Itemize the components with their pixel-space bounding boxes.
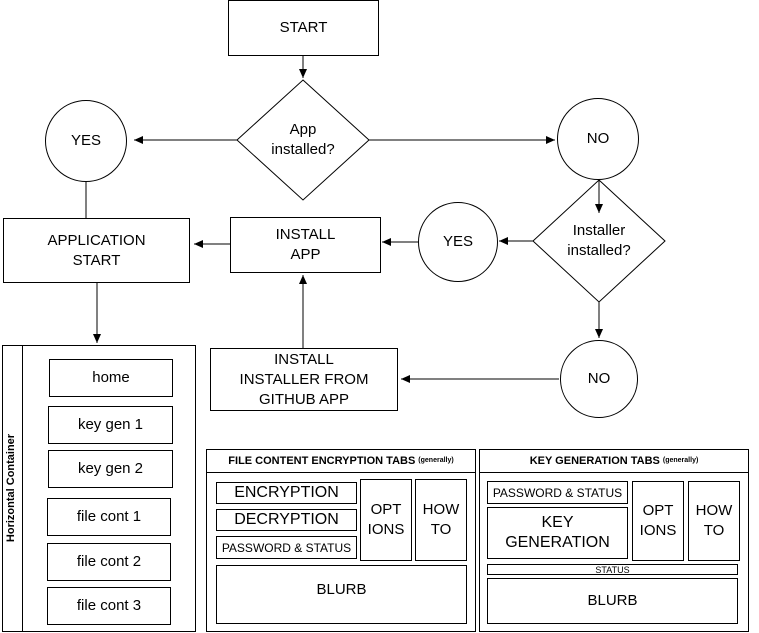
key-howto-tab[interactable]: HOW TO xyxy=(688,481,740,561)
file-blurb: BLURB xyxy=(216,565,467,624)
key-tabs-title: KEY GENERATION TABS(generally) xyxy=(480,450,748,473)
nav-item-file-cont-2[interactable]: file cont 2 xyxy=(47,543,171,581)
no-bottom-node: NO xyxy=(560,340,638,418)
yes-left-label: YES xyxy=(70,132,101,149)
file-howto-tab[interactable]: HOW TO xyxy=(415,479,467,561)
key-blurb: BLURB xyxy=(487,578,738,624)
key-password-status-tab[interactable]: PASSWORD & STATUS xyxy=(487,481,628,504)
yes-left-node: YES xyxy=(45,100,127,182)
nav-item-key-gen-2[interactable]: key gen 2 xyxy=(48,450,173,488)
no-right-node: NO xyxy=(557,98,639,180)
start-node: START xyxy=(228,0,379,56)
app-installed-diamond xyxy=(236,79,370,201)
key-generation-tab[interactable]: KEY GENERATION xyxy=(487,507,628,559)
file-options-tab[interactable]: OPT IONS xyxy=(360,479,412,561)
no-right-label: NO xyxy=(586,130,610,147)
nav-item-key-gen-1[interactable]: key gen 1 xyxy=(48,406,173,444)
container-divider xyxy=(22,345,23,632)
yes-installer-label: YES xyxy=(442,233,473,250)
key-options-tab[interactable]: OPT IONS xyxy=(632,481,684,561)
installer-installed-label: Installer installed? xyxy=(567,222,631,259)
nav-item-file-cont-1[interactable]: file cont 1 xyxy=(47,498,171,536)
file-tabs-title: FILE CONTENT ENCRYPTION TABS(generally) xyxy=(207,450,475,473)
nav-item-file-cont-3[interactable]: file cont 3 xyxy=(47,587,171,625)
nav-item-home[interactable]: home xyxy=(49,359,173,397)
container-label: Horizontal Container xyxy=(5,433,18,542)
yes-installer-node: YES xyxy=(418,202,498,282)
install-installer-label: INSTALL INSTALLER FROM GITHUB APP xyxy=(239,350,369,408)
install-app-label: INSTALL APP xyxy=(275,226,336,263)
key-status-bar: STATUS xyxy=(487,564,738,575)
decryption-tab[interactable]: DECRYPTION xyxy=(216,509,357,531)
no-bottom-label: NO xyxy=(587,370,611,387)
application-start-node: APPLICATION START xyxy=(3,218,190,283)
file-password-status-tab[interactable]: PASSWORD & STATUS xyxy=(216,536,357,559)
application-start-label: APPLICATION START xyxy=(47,231,146,269)
install-installer-node: INSTALL INSTALLER FROM GITHUB APP xyxy=(210,348,398,411)
encryption-tab[interactable]: ENCRYPTION xyxy=(216,482,357,504)
start-label: START xyxy=(279,19,328,36)
install-app-node: INSTALL APP xyxy=(230,217,381,273)
app-installed-label: App installed? xyxy=(271,121,335,158)
